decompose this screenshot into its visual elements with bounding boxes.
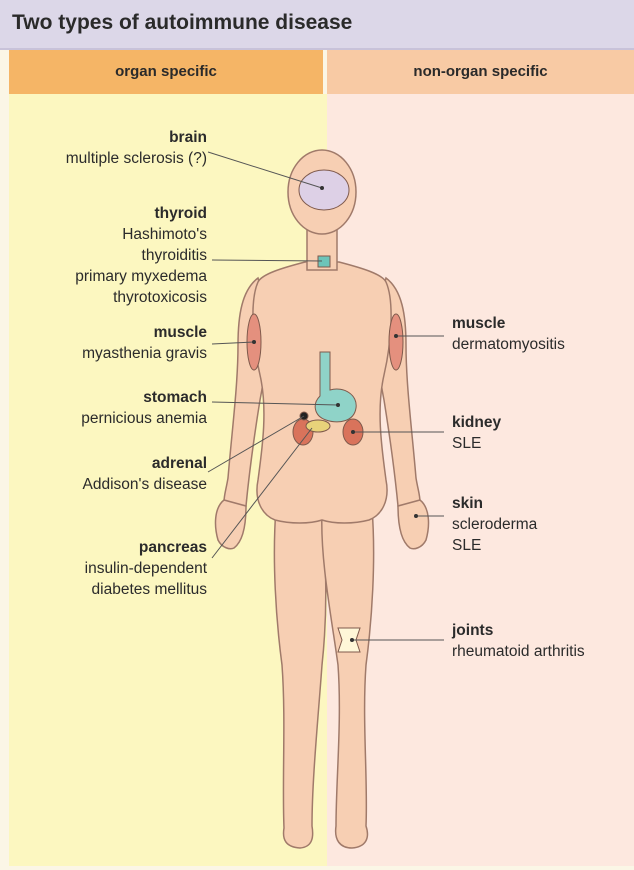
label-muscle-organ: muscle myasthenia gravis bbox=[82, 322, 207, 364]
leader-thyroid bbox=[212, 260, 322, 261]
label-disease: SLE bbox=[452, 433, 501, 454]
label-title: adrenal bbox=[83, 453, 207, 474]
left-leg bbox=[274, 508, 325, 848]
label-title: stomach bbox=[81, 387, 207, 408]
label-disease: scleroderma bbox=[452, 514, 537, 535]
label-disease: myasthenia gravis bbox=[82, 343, 207, 364]
label-brain: brain multiple sclerosis (?) bbox=[66, 127, 207, 169]
right-arm-muscle bbox=[389, 314, 403, 370]
label-disease: insulin-dependent bbox=[85, 558, 207, 579]
label-disease: SLE bbox=[452, 535, 537, 556]
label-disease: Addison's disease bbox=[83, 474, 207, 495]
pancreas-organ bbox=[306, 420, 330, 432]
label-disease: primary myxedema bbox=[75, 266, 207, 287]
thyroid-organ bbox=[318, 256, 330, 267]
label-disease: thyroiditis bbox=[75, 245, 207, 266]
label-disease: thyrotoxicosis bbox=[75, 287, 207, 308]
label-title: joints bbox=[452, 620, 585, 641]
label-disease: rheumatoid arthritis bbox=[452, 641, 585, 662]
body-silhouette bbox=[216, 150, 429, 848]
label-stomach: stomach pernicious anemia bbox=[81, 387, 207, 429]
label-title: kidney bbox=[452, 412, 501, 433]
brain-organ bbox=[299, 170, 349, 210]
label-title: pancreas bbox=[85, 537, 207, 558]
label-title: muscle bbox=[452, 313, 565, 334]
label-disease: diabetes mellitus bbox=[85, 579, 207, 600]
label-kidney: kidney SLE bbox=[452, 412, 501, 454]
label-thyroid: thyroid Hashimoto's thyroiditis primary … bbox=[75, 203, 207, 308]
right-leg bbox=[322, 508, 374, 848]
label-disease: Hashimoto's bbox=[75, 224, 207, 245]
label-title: skin bbox=[452, 493, 537, 514]
right-hand bbox=[398, 500, 428, 549]
label-title: thyroid bbox=[75, 203, 207, 224]
label-disease: pernicious anemia bbox=[81, 408, 207, 429]
label-disease: multiple sclerosis (?) bbox=[66, 148, 207, 169]
left-hand bbox=[216, 500, 246, 549]
label-adrenal: adrenal Addison's disease bbox=[83, 453, 207, 495]
label-skin: skin scleroderma SLE bbox=[452, 493, 537, 556]
label-title: brain bbox=[66, 127, 207, 148]
label-pancreas: pancreas insulin-dependent diabetes mell… bbox=[85, 537, 207, 600]
label-joints: joints rheumatoid arthritis bbox=[452, 620, 585, 662]
label-muscle-non-organ: muscle dermatomyositis bbox=[452, 313, 565, 355]
label-title: muscle bbox=[82, 322, 207, 343]
label-disease: dermatomyositis bbox=[452, 334, 565, 355]
